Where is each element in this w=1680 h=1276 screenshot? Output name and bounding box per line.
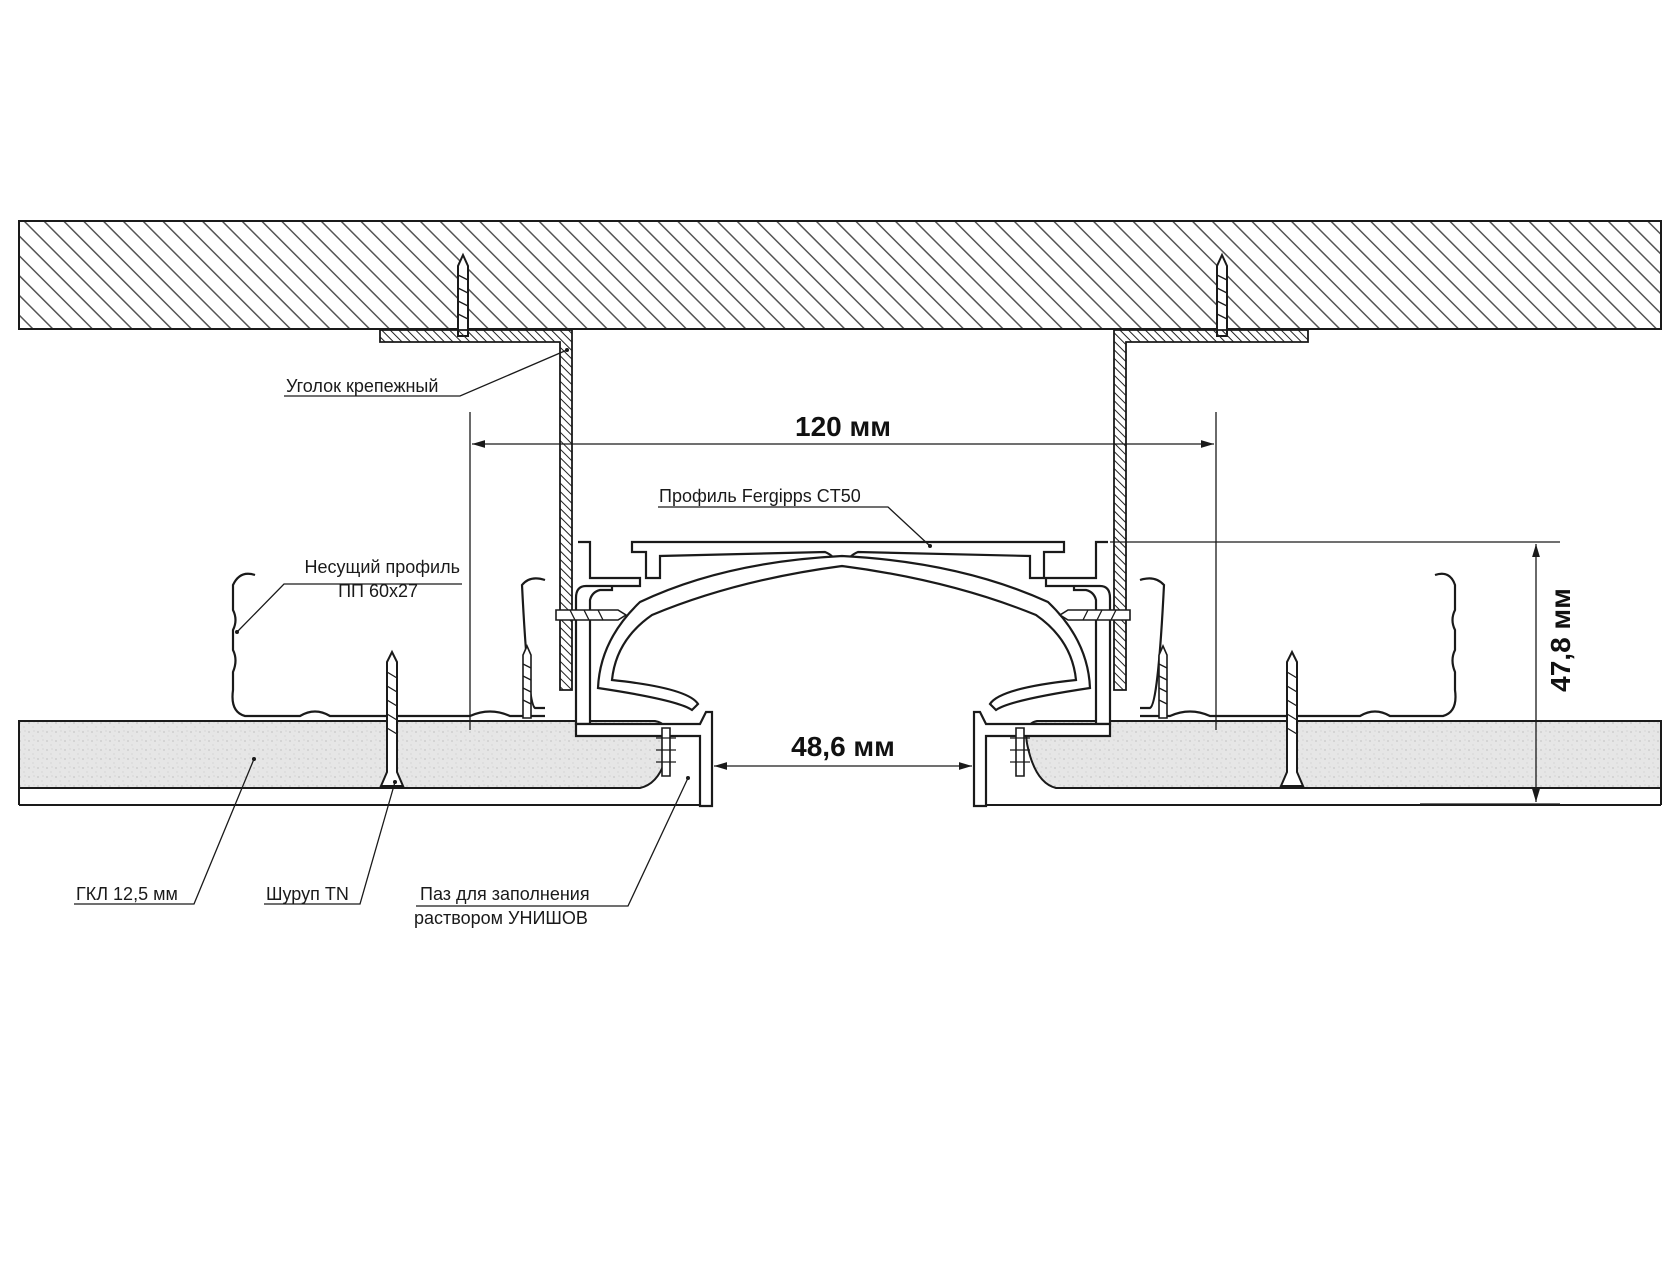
label-carrier-profile-line2: ПП 60х27 [338, 581, 418, 601]
corner-bracket-left [379, 329, 573, 691]
corner-bracket-right [1113, 329, 1309, 691]
dimension-width-total: 120 мм [795, 411, 891, 442]
dimension-opening-width: 48,6 мм [791, 731, 895, 762]
screw-small-left [522, 644, 532, 719]
label-fergipps-profile: Профиль Fergipps CT50 [659, 486, 861, 506]
concrete-slab [18, 220, 1662, 330]
dowel-right [1010, 727, 1030, 777]
anchor-left [457, 252, 469, 337]
screw-small-right [1158, 644, 1168, 719]
dimension-height: 47,8 мм [1545, 588, 1576, 692]
screw-horizontal-right [1058, 609, 1131, 621]
anchor-right [1216, 252, 1228, 337]
screw-tn-right [1279, 649, 1305, 787]
label-groove-line1: Паз для заполнения [420, 884, 590, 904]
label-screw: Шуруп TN [266, 884, 349, 904]
screw-tn-left [379, 649, 405, 787]
carrier-profile-right [1139, 572, 1457, 718]
label-corner-bracket: Уголок крепежный [286, 376, 438, 396]
label-gypsum-board: ГКЛ 12,5 мм [76, 884, 178, 904]
dowel-left [656, 727, 676, 777]
gypsum-board-left [18, 720, 670, 789]
fergipps-profile [574, 540, 1112, 808]
label-carrier-profile-line1: Несущий профиль [305, 557, 460, 577]
gypsum-board-right [1025, 720, 1662, 789]
label-groove-line2: раствором УНИШОВ [414, 908, 588, 928]
screw-horizontal-left [555, 609, 628, 621]
